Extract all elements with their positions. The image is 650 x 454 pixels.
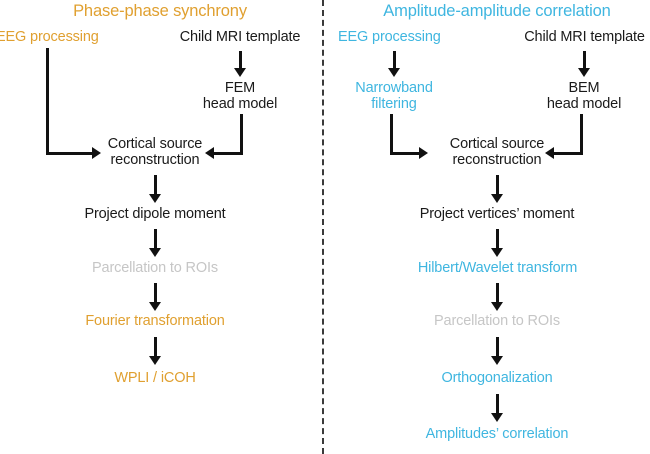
right-node-amplitudes-correlation: Amplitudes’ correlation	[425, 426, 569, 442]
left-node-fem-head-model: FEM head model	[202, 80, 278, 113]
left-node-eeg-processing: EEG processing	[0, 29, 99, 45]
left-node-parcellation-to-rois: Parcellation to ROIs	[92, 260, 218, 276]
left-arrow-cortical-to-dipole	[145, 175, 165, 203]
right-elbow-bem-to-cortical	[545, 114, 600, 162]
right-arrow-parcellation-to-orthogonalization	[487, 337, 507, 365]
left-arrow-fourier-to-wpli	[145, 337, 165, 365]
right-node-eeg-processing: EEG processing	[338, 29, 441, 45]
right-arrow-mri-to-bem	[574, 51, 594, 77]
right-node-cortical-source-reconstruction: Cortical source reconstruction	[449, 136, 545, 169]
left-node-wpli-icoh: WPLI / iCOH	[114, 370, 196, 386]
right-pipeline-title: Amplitude-amplitude correlation	[383, 2, 611, 20]
left-elbow-fem-to-cortical	[205, 114, 260, 162]
right-node-bem-head-model: BEM head model	[546, 80, 622, 113]
left-node-fourier-transformation: Fourier transformation	[85, 313, 225, 329]
right-node-orthogonalization: Orthogonalization	[441, 370, 553, 386]
left-arrow-parcellation-to-fourier	[145, 283, 165, 311]
left-elbow-eeg-to-cortical	[46, 48, 111, 160]
right-arrow-vertices-to-hilbert	[487, 229, 507, 257]
right-node-parcellation-to-rois: Parcellation to ROIs	[434, 313, 560, 329]
right-arrow-orthogonalization-to-amplitudes	[487, 394, 507, 422]
right-arrow-hilbert-to-parcellation	[487, 283, 507, 311]
left-arrow-dipole-to-parcellation	[145, 229, 165, 257]
left-node-child-mri-template: Child MRI template	[179, 29, 301, 45]
left-node-project-dipole-moment: Project dipole moment	[84, 206, 226, 222]
right-node-child-mri-template: Child MRI template	[524, 29, 645, 45]
right-arrow-eeg-to-narrowband	[384, 51, 404, 77]
right-node-hilbert-wavelet-transform: Hilbert/Wavelet transform	[417, 260, 578, 276]
right-node-narrowband-filtering: Narrowband filtering	[355, 80, 433, 113]
left-arrow-mri-to-fem	[230, 51, 250, 77]
column-divider	[322, 0, 324, 454]
left-pipeline-title: Phase-phase synchrony	[73, 2, 247, 20]
right-node-project-vertices-moment: Project vertices’ moment	[419, 206, 575, 222]
right-arrow-cortical-to-vertices	[487, 175, 507, 203]
right-elbow-narrowband-to-cortical	[390, 114, 450, 162]
left-node-cortical-source-reconstruction: Cortical source reconstruction	[107, 136, 203, 169]
